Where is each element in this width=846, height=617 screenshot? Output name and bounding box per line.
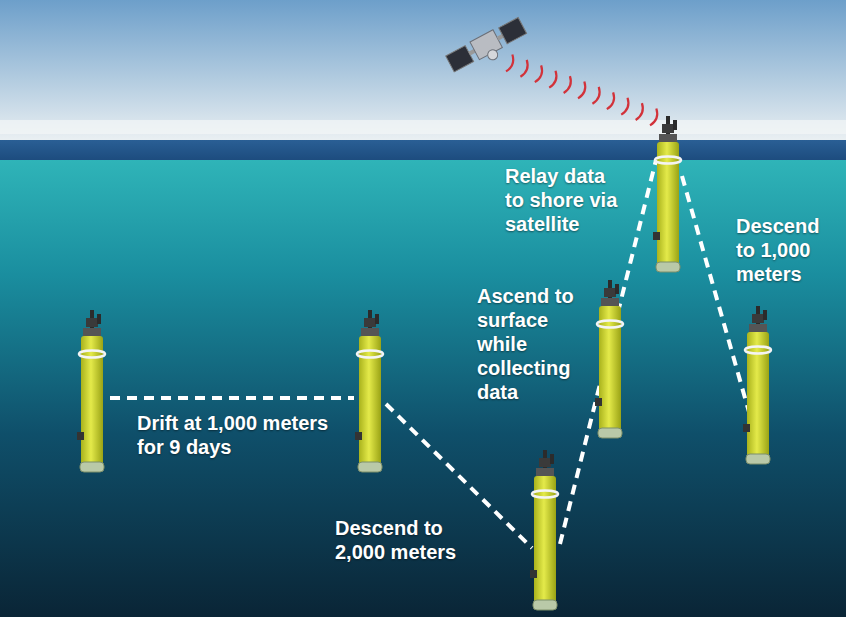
step-label: Relay data to shore via satellite: [505, 164, 627, 236]
haze: [0, 120, 846, 134]
collar-ring: [532, 491, 558, 498]
dashed-path: [682, 176, 749, 412]
argo-float: [530, 450, 558, 610]
signal-arc: [520, 60, 530, 78]
bladder: [80, 462, 104, 472]
argo-float: [355, 310, 383, 472]
satellite: [445, 17, 530, 79]
signal-arc: [564, 76, 574, 94]
sea: [0, 160, 846, 617]
collar-ring: [655, 157, 681, 164]
sensor-head: [86, 318, 98, 327]
step-label: Descend to 2,000 meters: [335, 516, 477, 564]
signal-arc: [607, 92, 617, 110]
end-cap: [361, 328, 379, 336]
solar-panel: [446, 46, 474, 72]
bladder: [656, 262, 680, 272]
float-body: [747, 332, 769, 462]
sensor-head: [539, 458, 551, 467]
side-stub: [595, 398, 602, 406]
collar-ring: [597, 321, 623, 328]
sensor-head: [662, 124, 674, 133]
sensor-arm: [97, 314, 101, 324]
collar-ring: [745, 347, 771, 354]
signal-arc: [621, 98, 631, 116]
sensor-head: [364, 318, 376, 327]
dashed-path: [110, 396, 354, 400]
sensor-head: [752, 314, 764, 323]
sensor-arm: [375, 314, 379, 324]
argo-float: [77, 310, 105, 472]
solar-panel: [499, 18, 527, 44]
end-cap: [536, 468, 554, 476]
end-cap: [659, 134, 677, 142]
horizon: [0, 140, 846, 162]
side-stub: [743, 424, 750, 432]
end-cap: [83, 328, 101, 336]
floats: [77, 116, 771, 610]
signal-arc: [578, 82, 588, 100]
argo-float: [653, 116, 681, 272]
collar-ring: [357, 351, 383, 358]
signal-arc: [506, 55, 516, 73]
side-stub: [653, 232, 660, 240]
signal-arc: [592, 87, 602, 105]
collar-ring: [79, 351, 105, 358]
signal-arc: [549, 71, 559, 89]
step-label: Ascend to surface while collecting data: [477, 284, 581, 404]
sensor-arm: [550, 454, 554, 464]
argo-float: [743, 306, 771, 464]
step-label: Descend to 1,000 meters: [736, 214, 834, 286]
end-cap: [749, 324, 767, 332]
dish: [486, 48, 500, 62]
side-stub: [355, 432, 362, 440]
sky: [0, 0, 846, 145]
path-lines: [110, 160, 749, 548]
side-stub: [530, 570, 537, 578]
bladder: [598, 428, 622, 438]
bladder: [358, 462, 382, 472]
bladder: [746, 454, 770, 464]
float-body: [599, 306, 621, 436]
signal-arc: [535, 65, 545, 83]
bladder: [533, 600, 557, 610]
argo-float: [595, 280, 623, 438]
sensor-head: [604, 288, 616, 297]
signal-arcs: [506, 55, 660, 127]
end-cap: [601, 298, 619, 306]
sensor-arm: [615, 284, 619, 294]
sensor-arm: [763, 310, 767, 320]
side-stub: [77, 432, 84, 440]
signal-arc: [650, 109, 660, 127]
sensor-arm: [673, 120, 677, 130]
step-label: Drift at 1,000 meters for 9 days: [137, 411, 342, 459]
signal-arc: [636, 103, 646, 121]
float-body: [657, 142, 679, 270]
